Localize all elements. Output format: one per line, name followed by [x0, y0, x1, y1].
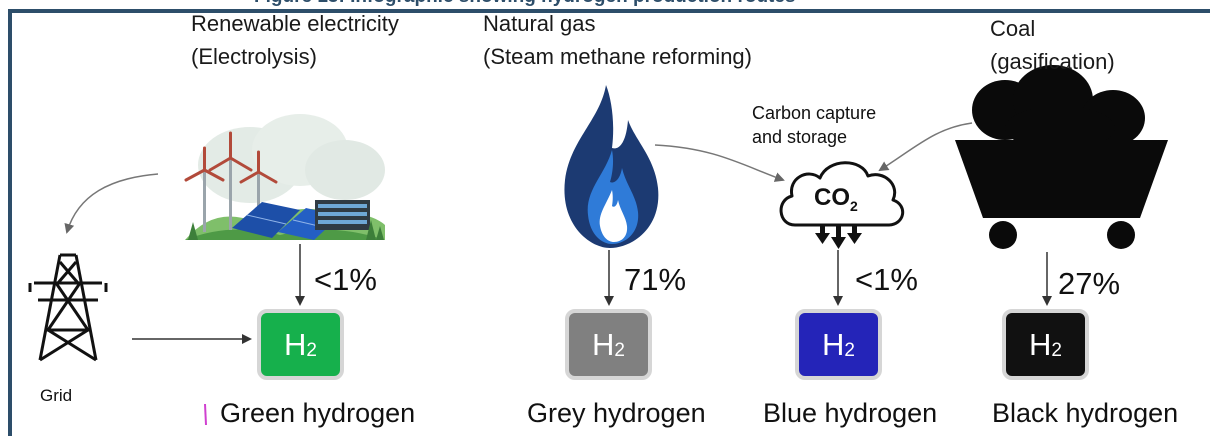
co2-cloud-icon — [779, 161, 904, 249]
co2-label: CO2 — [814, 184, 858, 214]
natural-gas-source-label: Natural gas (Steam methane reforming) — [483, 11, 752, 69]
grid-label: Grid — [40, 386, 73, 405]
label-black-hydrogen: Black hydrogen — [992, 398, 1179, 428]
figure-frame-left — [8, 9, 12, 436]
label-blue-hydrogen: Blue hydrogen — [763, 398, 938, 428]
renewable-source-label: Renewable electricity (Electrolysis) — [191, 11, 399, 69]
ccs-label: Carbon capture and storage — [752, 103, 877, 147]
coal-source-label: Coal (gasification) — [990, 16, 1115, 74]
annotation-mark — [204, 403, 207, 426]
renewable-energy-illustration — [184, 114, 385, 240]
coal-cart-icon — [955, 65, 1168, 249]
flame-icon — [564, 85, 659, 248]
transmission-tower-icon — [28, 253, 108, 362]
share-blue: <1% — [855, 262, 918, 297]
share-green: <1% — [314, 262, 377, 297]
figure-title: Figure 13: Infographic showing hydrogen … — [250, 0, 800, 8]
share-grey: 71% — [624, 262, 687, 297]
figure-frame-top — [10, 9, 1210, 13]
label-grey-hydrogen: Grey hydrogen — [527, 398, 706, 428]
label-green-hydrogen: Green hydrogen — [220, 398, 416, 428]
share-black: 27% — [1058, 266, 1121, 301]
